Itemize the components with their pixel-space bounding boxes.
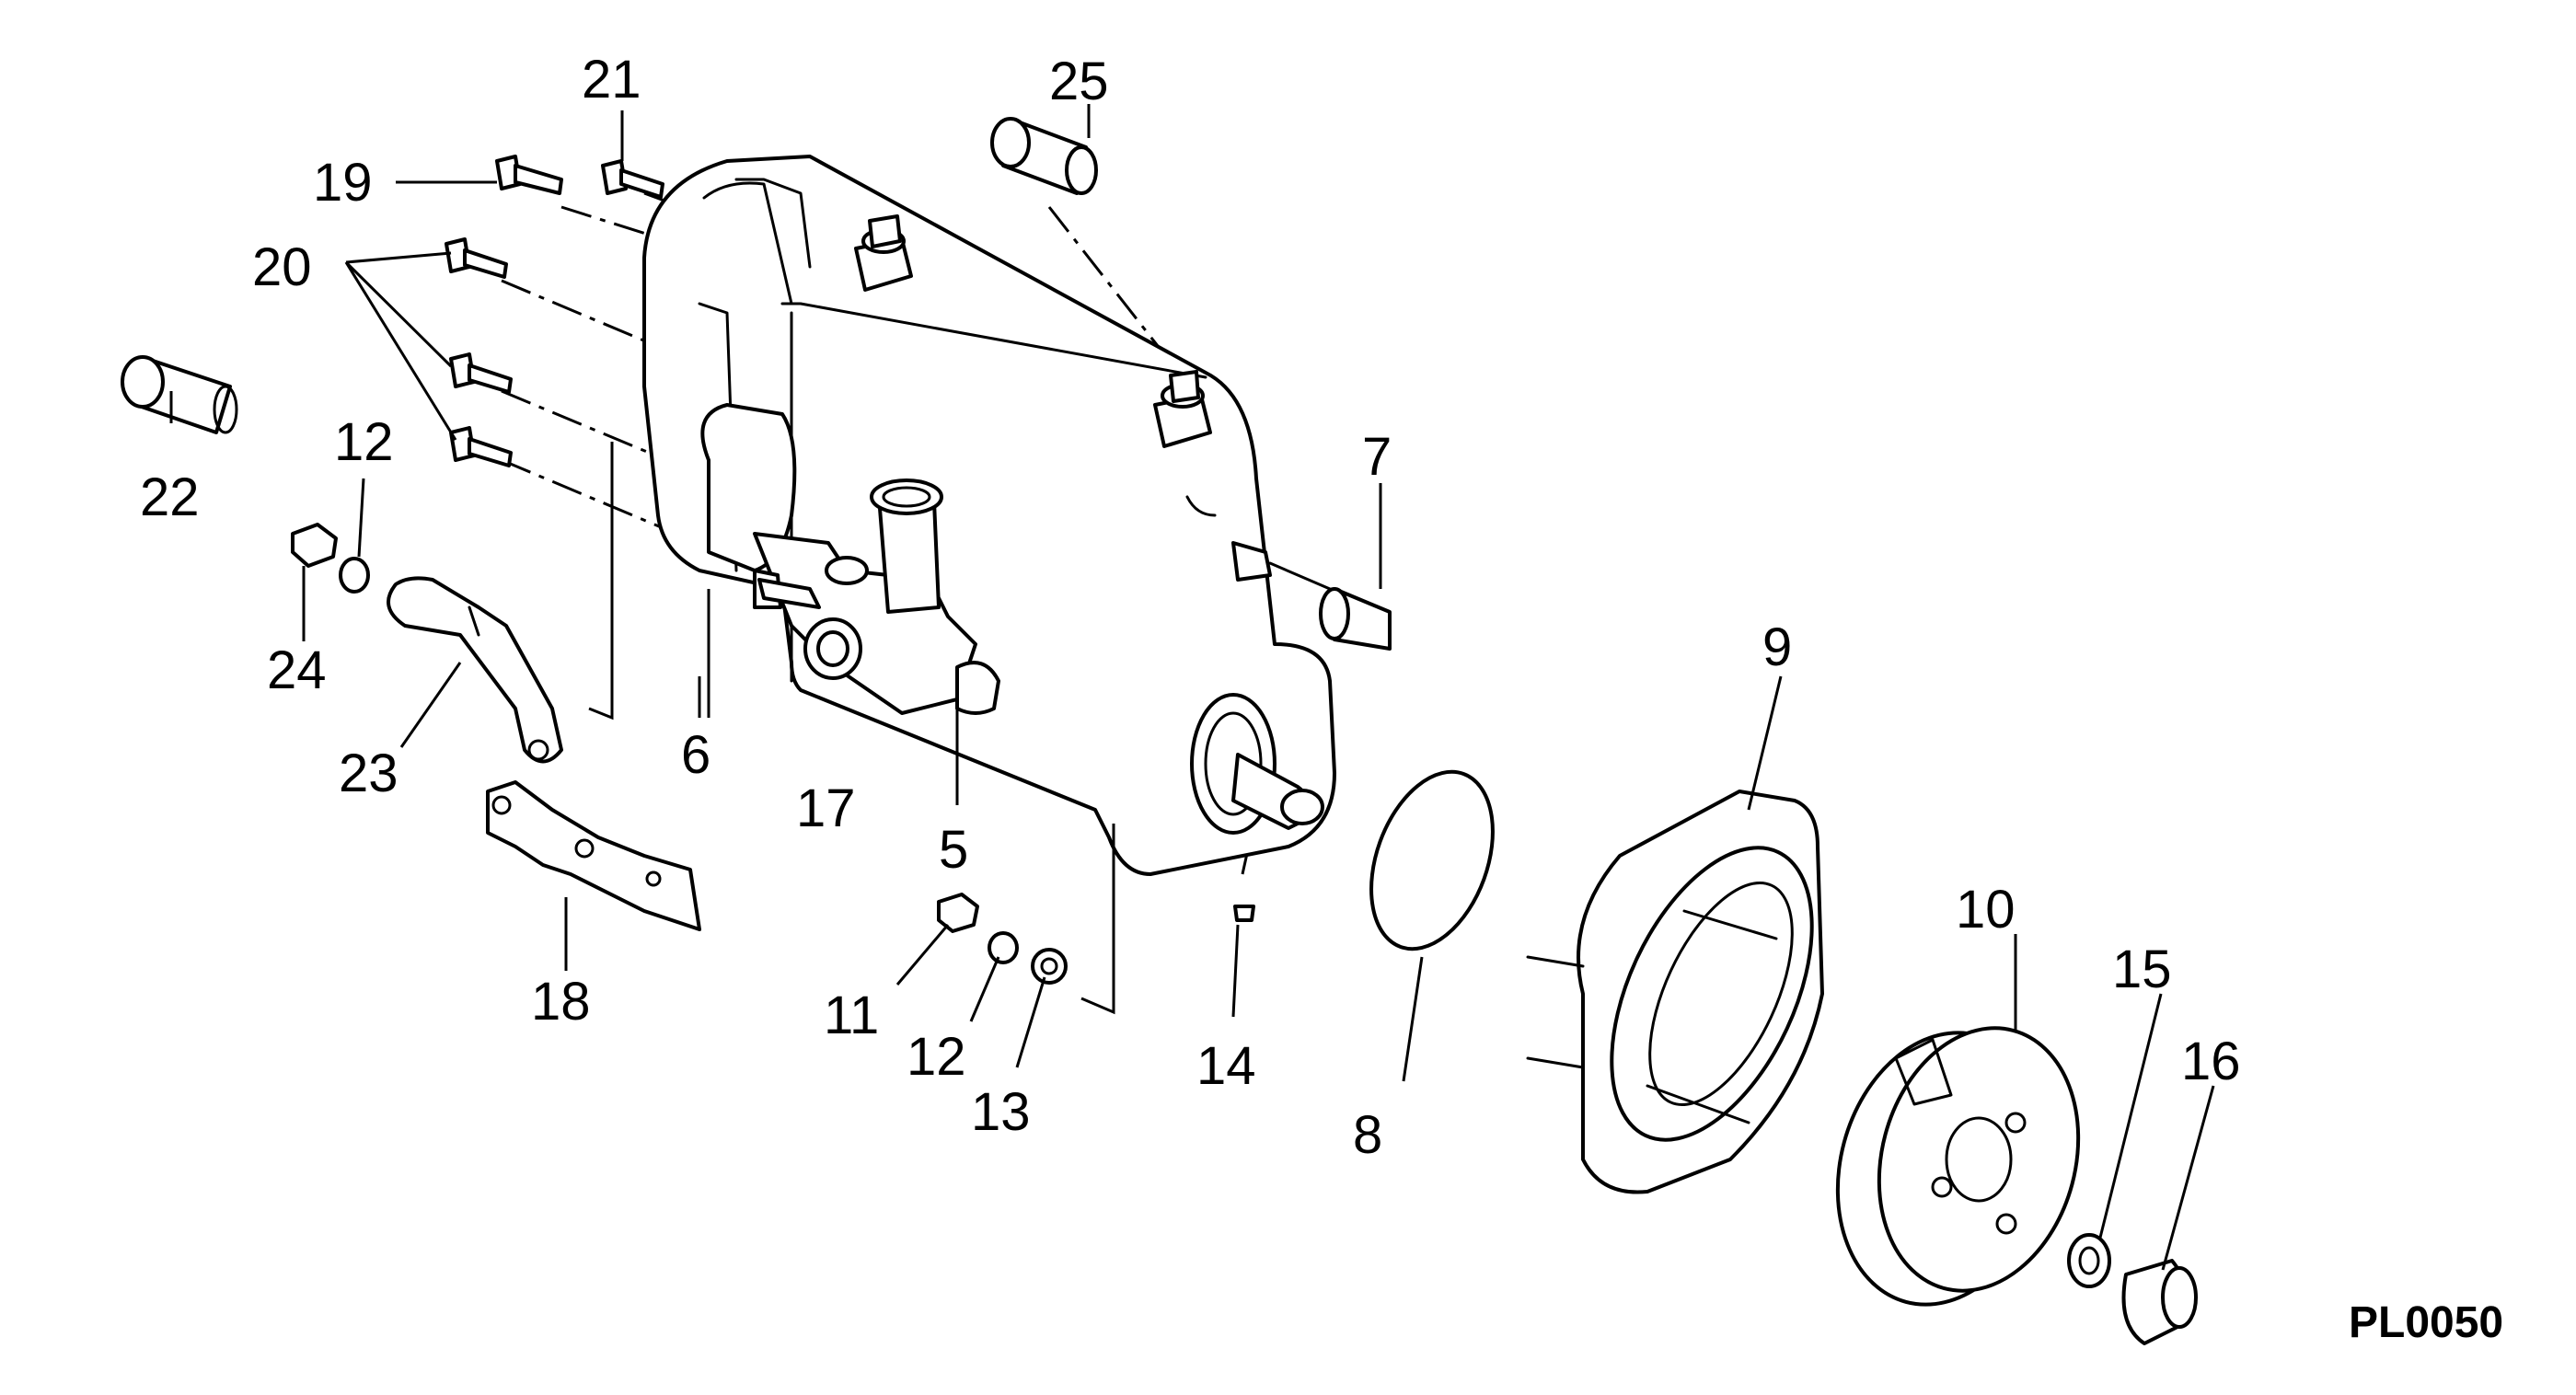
callout-11: 11 xyxy=(824,986,880,1045)
callout-22: 22 xyxy=(140,467,200,527)
leader-lines xyxy=(169,104,2215,1271)
drawing-code: PL0050 xyxy=(2349,1298,2504,1347)
callout-19: 19 xyxy=(313,153,373,213)
bolts xyxy=(445,155,664,467)
callout-12-bottom: 12 xyxy=(907,1027,966,1087)
drive-flange xyxy=(1190,693,1324,835)
mounting-flange xyxy=(1526,790,1824,1194)
lever-23 xyxy=(387,576,563,764)
bracket-18 xyxy=(486,780,701,931)
callout-15: 15 xyxy=(2112,940,2172,999)
callout-20: 20 xyxy=(252,237,312,297)
callout-14: 14 xyxy=(1196,1036,1256,1096)
callout-7: 7 xyxy=(1362,427,1392,487)
part-7-cap xyxy=(1231,541,1392,651)
pin-14 xyxy=(1233,905,1255,922)
o-ring xyxy=(1369,769,1495,951)
callout-25: 25 xyxy=(1049,52,1109,111)
callout-21: 21 xyxy=(582,50,641,110)
sleeve-22 xyxy=(121,355,238,434)
drive-coupling xyxy=(1835,1026,2081,1307)
callout-5: 5 xyxy=(939,820,969,880)
callout-13: 13 xyxy=(971,1082,1031,1142)
callout-18: 18 xyxy=(531,972,591,1032)
callout-9: 9 xyxy=(1762,617,1793,677)
callout-16: 16 xyxy=(2181,1032,2241,1091)
callout-6: 6 xyxy=(681,725,711,785)
callout-23: 23 xyxy=(339,744,399,803)
washer-15 xyxy=(2067,1233,2111,1288)
nut-16 xyxy=(2121,1259,2198,1345)
nut-11-washers xyxy=(937,893,1068,985)
feed-pump-assembly xyxy=(700,403,1000,715)
callout-10: 10 xyxy=(1956,880,2016,940)
callout-8: 8 xyxy=(1353,1105,1383,1165)
callout-12-left: 12 xyxy=(334,412,394,472)
housing-top-fittings xyxy=(854,214,1212,448)
callout-17: 17 xyxy=(796,778,856,838)
callout-24: 24 xyxy=(267,640,327,700)
sleeve-25 xyxy=(990,117,1098,195)
nut-24-washer-12 xyxy=(291,523,370,594)
